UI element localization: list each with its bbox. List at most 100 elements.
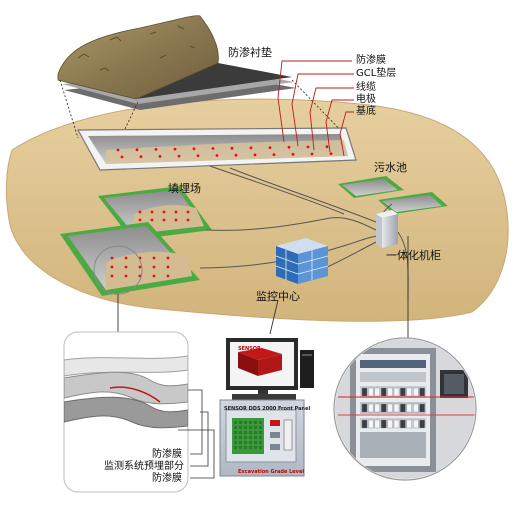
sensor-dot xyxy=(173,147,177,151)
sensor-dot xyxy=(310,152,314,156)
sensor-dot xyxy=(249,146,253,150)
panel-grid-cell xyxy=(244,426,247,429)
panel-grid-cell xyxy=(234,436,237,439)
panel-grid-cell xyxy=(244,441,247,444)
panel-grid-cell xyxy=(239,436,242,439)
label-liner: 防渗衬垫 xyxy=(228,46,272,59)
breaker-module xyxy=(406,387,412,397)
panel-grid-cell xyxy=(259,446,262,449)
breaker-module xyxy=(381,419,387,429)
panel-grid-cell xyxy=(254,441,257,444)
sensor-dot xyxy=(162,210,166,214)
panel-grid xyxy=(234,421,262,449)
sensor-dot xyxy=(177,154,181,158)
sensor-dot xyxy=(230,146,234,150)
breaker-module xyxy=(368,387,374,397)
breaker-module xyxy=(387,419,393,429)
breaker-module xyxy=(381,387,387,397)
sensor-dot xyxy=(138,265,142,269)
membrane-detail xyxy=(63,331,215,493)
panel-grid-cell xyxy=(254,421,257,424)
sensor-dot xyxy=(325,145,329,149)
sensor-dot xyxy=(174,210,178,214)
breaker-module xyxy=(400,403,406,413)
label-cable: 线缆 xyxy=(356,82,376,93)
panel-grid-cell xyxy=(249,446,252,449)
panel-grid-cell xyxy=(244,436,247,439)
breaker-module xyxy=(406,419,412,429)
panel-grid-cell xyxy=(254,446,257,449)
sensor-dot xyxy=(139,155,143,159)
sensor-dot xyxy=(268,146,272,150)
sensor-dot xyxy=(211,147,215,150)
breaker-module xyxy=(419,387,425,397)
panel-grid-cell xyxy=(234,431,237,434)
sensor-dot xyxy=(150,218,154,222)
panel-grid-cell xyxy=(259,436,262,439)
liner-layers xyxy=(57,15,296,110)
sensor-dot xyxy=(186,218,190,222)
label-detail-membrane-2: 防渗膜 xyxy=(152,473,182,484)
breaker-module xyxy=(374,403,380,413)
sensor-dot xyxy=(166,256,170,260)
sensor-dot xyxy=(135,148,139,152)
breaker-module xyxy=(413,387,419,397)
breaker-module xyxy=(413,403,419,413)
panel-grid-cell xyxy=(249,426,252,429)
sensor-dot xyxy=(116,148,120,152)
breaker-module xyxy=(419,403,425,413)
panel-grid-cell xyxy=(249,441,252,444)
sensor-dot xyxy=(138,218,142,222)
label-monitor-center: 监控中心 xyxy=(256,290,300,303)
breaker-module xyxy=(361,403,368,413)
sewage-pools xyxy=(338,176,448,214)
sensor-dot xyxy=(152,274,156,278)
label-detail-membrane-1: 防渗膜 xyxy=(152,449,182,460)
panel-grid-cell xyxy=(234,426,237,429)
sensor-dot xyxy=(154,148,158,151)
sensor-dot xyxy=(152,265,156,269)
sensor-dot xyxy=(253,153,257,157)
panel-title: SENSOR DDS 2000 Front Panel xyxy=(224,406,311,412)
breaker-module xyxy=(361,419,368,429)
sensor-dot xyxy=(329,152,333,156)
sensor-dot xyxy=(158,155,162,158)
breaker-module xyxy=(400,387,406,397)
panel-grid-cell xyxy=(234,421,237,424)
breaker-module xyxy=(419,419,425,429)
sensor-dot xyxy=(234,153,238,157)
computer-monitor xyxy=(219,338,314,477)
main-pit xyxy=(76,127,357,171)
panel-grid-cell xyxy=(244,431,247,434)
breaker-module xyxy=(368,419,374,429)
label-sewage-pool: 污水池 xyxy=(374,161,407,174)
sensor-dot xyxy=(124,274,128,278)
panel-grid-cell xyxy=(244,446,247,449)
breaker-module xyxy=(381,403,387,413)
sensor-dots xyxy=(110,145,333,278)
breaker-module xyxy=(387,403,393,413)
panel-grid-cell xyxy=(234,441,237,444)
sensor-dot xyxy=(174,218,178,222)
breaker-module xyxy=(406,403,412,413)
monitor-center-building xyxy=(275,238,329,284)
label-base: 基底 xyxy=(356,106,376,117)
sensor-dot xyxy=(215,154,219,157)
breaker-module xyxy=(387,387,393,397)
breaker-module xyxy=(393,403,400,413)
breaker-module xyxy=(374,419,380,429)
breaker-module xyxy=(361,387,368,397)
sensor-dot xyxy=(110,256,114,260)
sensor-dot xyxy=(124,256,128,260)
sensor-dot xyxy=(287,145,291,149)
sensor-dot xyxy=(138,210,142,214)
panel-grid-cell xyxy=(249,421,252,424)
sensor-dot xyxy=(152,256,156,260)
breaker-module xyxy=(393,387,400,397)
cabinet-detail xyxy=(333,337,477,481)
panel-grid-cell xyxy=(259,441,262,444)
breaker-module xyxy=(413,419,419,429)
breaker-module xyxy=(393,419,400,429)
detail-connector-lines xyxy=(93,236,409,338)
